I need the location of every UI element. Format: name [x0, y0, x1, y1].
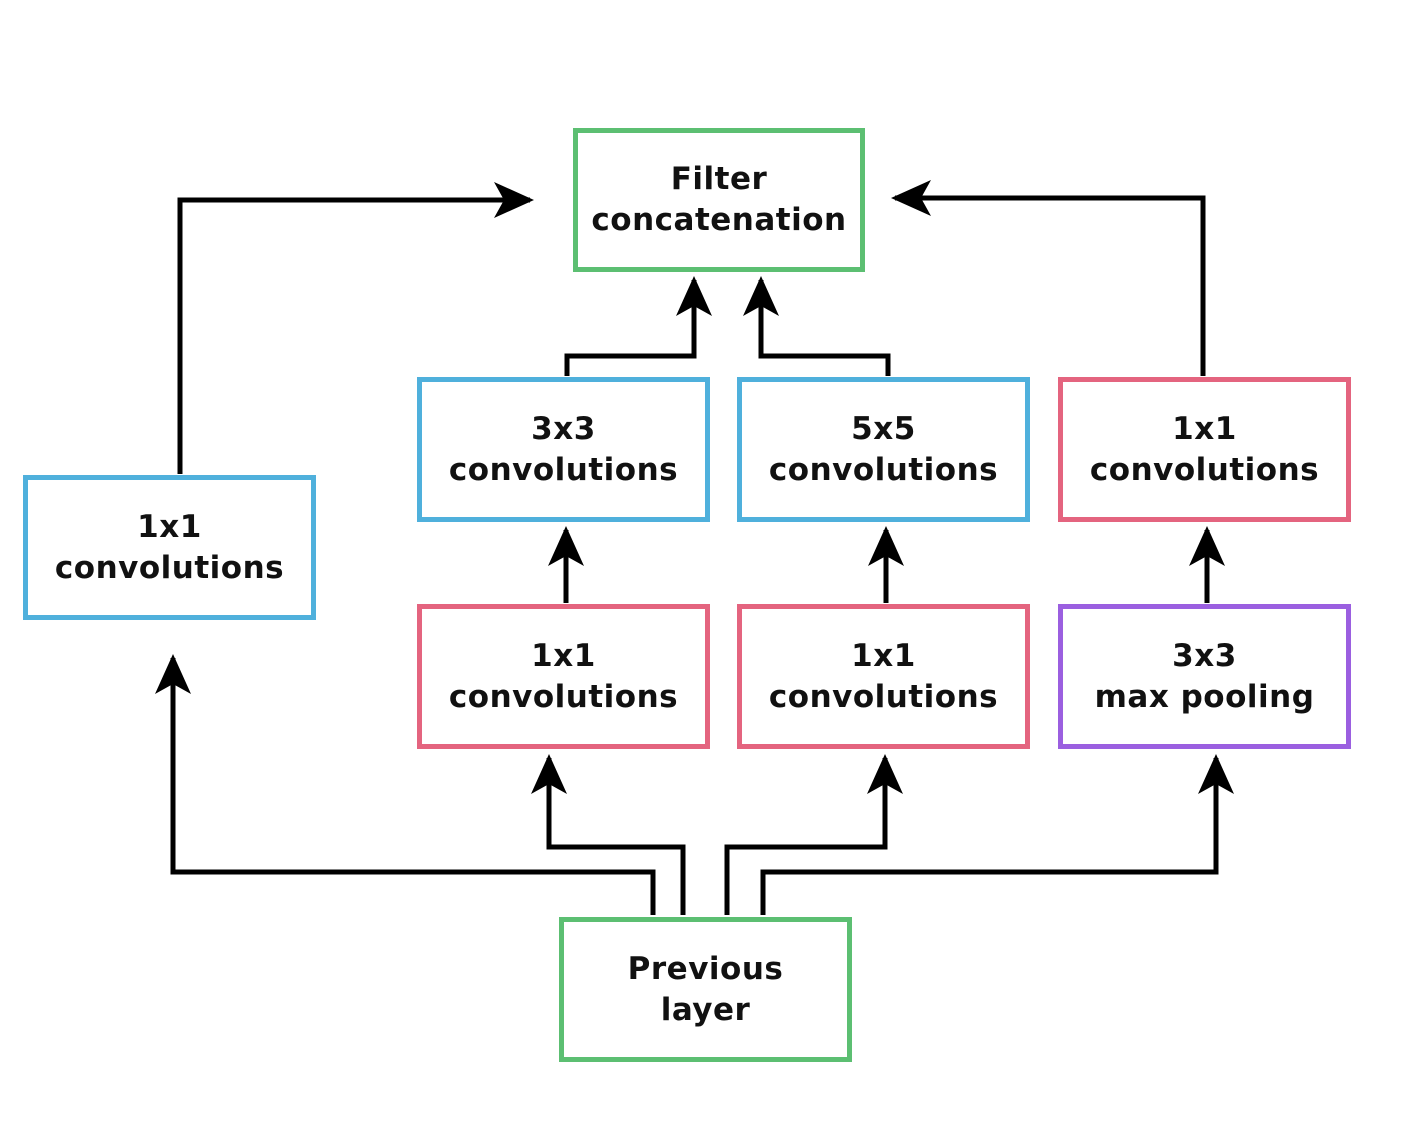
5x5-convolutions-line2: convolutions [768, 451, 999, 488]
left-1x1-line1: 1x1 [137, 508, 202, 545]
edge-5x5-to-concat [743, 276, 891, 376]
edge-previous-to-left-1x1 [155, 654, 656, 915]
3x3-convolutions-line1: 3x3 [531, 410, 596, 447]
max-pooling-line1: 3x3 [1172, 637, 1237, 674]
reduce-a-line1: 1x1 [531, 637, 596, 674]
3x3-convolutions-box: 3x3 convolutions [417, 377, 710, 522]
filter-concatenation-line1: Filter [670, 161, 768, 197]
edge-previous-to-maxpool [760, 754, 1234, 915]
max-pooling-box: 3x3 max pooling [1058, 604, 1351, 749]
filter-concatenation-box: Filter concatenation [573, 128, 865, 272]
reduce-b-line1: 1x1 [851, 637, 916, 674]
filter-concatenation-line2: concatenation [591, 202, 847, 238]
reduce-1x1-convolutions-box-a: 1x1 convolutions [417, 604, 710, 749]
previous-layer-line1: Previous [627, 950, 784, 987]
max-pooling-line2: max pooling [1094, 678, 1315, 715]
edge-right-1x1-to-concat [891, 180, 1206, 376]
5x5-convolutions-line1: 5x5 [851, 410, 916, 447]
left-1x1-line2: convolutions [54, 549, 285, 586]
right-1x1-line2: convolutions [1089, 451, 1320, 488]
edge-3x3-to-concat [564, 276, 712, 376]
reduce-b-line2: convolutions [768, 678, 999, 715]
3x3-convolutions-line2: convolutions [448, 451, 679, 488]
edge-previous-to-reduce-b [724, 754, 903, 915]
right-1x1-line1: 1x1 [1172, 410, 1237, 447]
left-1x1-convolutions-box: 1x1 convolutions [23, 475, 316, 620]
right-1x1-convolutions-box: 1x1 convolutions [1058, 377, 1351, 522]
5x5-convolutions-box: 5x5 convolutions [737, 377, 1030, 522]
reduce-a-line2: convolutions [448, 678, 679, 715]
previous-layer-box: Previous layer [559, 917, 852, 1062]
edge-previous-to-reduce-a [531, 754, 686, 915]
reduce-1x1-convolutions-box-b: 1x1 convolutions [737, 604, 1030, 749]
previous-layer-line2: layer [660, 991, 751, 1028]
edge-left-1x1-to-concat [177, 182, 534, 474]
